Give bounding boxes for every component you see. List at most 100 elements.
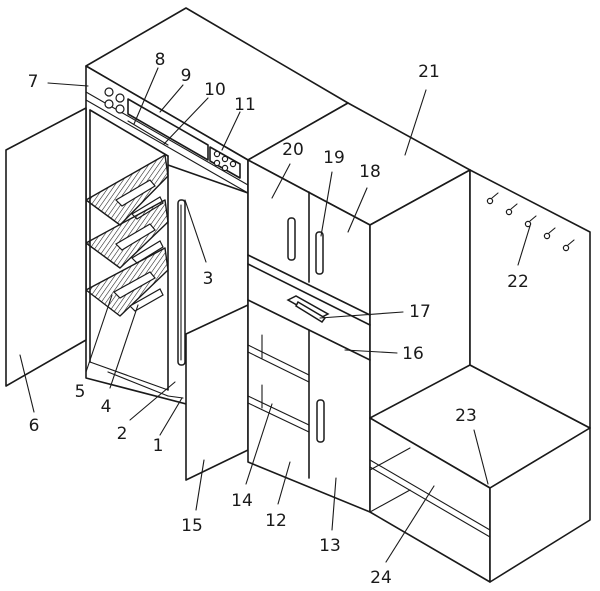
button-icon — [213, 159, 221, 167]
label-10: 10 — [204, 80, 226, 100]
shelf-bottom — [85, 247, 169, 317]
panel-lower-edge — [85, 99, 249, 194]
label-13: 13 — [319, 536, 341, 556]
knob-icon — [104, 87, 114, 97]
label-6: 6 — [29, 416, 40, 436]
leader-16 — [344, 349, 398, 354]
leader-12 — [277, 461, 291, 505]
leader-18 — [347, 187, 368, 233]
leader-19 — [320, 171, 333, 237]
knob-icon — [104, 99, 114, 109]
label-17: 17 — [409, 302, 431, 322]
label-4: 4 — [101, 397, 112, 417]
lower-shelf-1 — [247, 344, 310, 376]
bench-shelf-line — [369, 459, 491, 531]
label-24: 24 — [370, 568, 392, 588]
bench-inner-edge — [369, 447, 411, 471]
button-icon — [221, 164, 229, 172]
shelf-top — [85, 154, 169, 226]
shelf-slot — [113, 271, 156, 299]
base-rail — [167, 395, 184, 399]
hook-icon — [524, 215, 537, 228]
label-3: 3 — [203, 269, 214, 289]
leader-8 — [133, 67, 159, 125]
right-upper-handle — [315, 231, 324, 275]
shelf-slot — [115, 179, 156, 207]
label-1: 1 — [153, 436, 164, 456]
label-23: 23 — [455, 406, 477, 426]
lower-door-handle — [316, 399, 325, 443]
leader-2 — [129, 381, 176, 421]
leader-13 — [331, 477, 337, 531]
shelves — [85, 154, 169, 317]
label-18: 18 — [359, 162, 381, 182]
hook-panel — [469, 169, 591, 429]
left-upper-handle — [287, 217, 296, 261]
open-lower-door — [185, 304, 249, 481]
leader-3 — [184, 199, 207, 263]
leader-23 — [473, 429, 489, 485]
label-16: 16 — [402, 344, 424, 364]
button-icon — [229, 160, 237, 168]
leader-7 — [47, 82, 89, 87]
label-5: 5 — [75, 382, 86, 402]
shelf-slot — [131, 240, 164, 264]
hook-wall-panel — [469, 169, 591, 429]
leader-21 — [404, 89, 427, 156]
leader-22 — [517, 225, 531, 266]
label-21: 21 — [418, 62, 440, 82]
leader-lines — [19, 67, 531, 563]
display-screen — [127, 98, 209, 161]
leader-14 — [245, 403, 273, 485]
label-7: 7 — [28, 72, 39, 92]
label-8: 8 — [155, 50, 166, 70]
label-20: 20 — [282, 140, 304, 160]
hook-icon — [562, 239, 575, 252]
label-2: 2 — [117, 424, 128, 444]
leader-15 — [195, 459, 205, 511]
panel-bottom-edge — [85, 91, 249, 186]
left-cabinet-interior — [89, 109, 184, 399]
leader-17 — [319, 311, 404, 319]
button-icon — [221, 155, 229, 163]
leader-4 — [109, 304, 139, 389]
control-panel — [104, 87, 241, 179]
lower-shelf-1-front — [247, 351, 310, 383]
lower-shelf-2-front — [247, 402, 310, 433]
knob-icon — [115, 104, 125, 114]
bench-inner-edge — [369, 489, 411, 513]
bench-shelf-front — [369, 466, 491, 538]
open-left-door — [5, 107, 87, 387]
lower-shelf-2 — [247, 395, 310, 426]
knob-icon — [115, 93, 125, 103]
hook-icon — [543, 227, 556, 240]
indicator-strip — [127, 120, 169, 146]
left-cabinet-door — [167, 164, 249, 366]
reference-numerals: 1 2 3 4 5 6 7 8 9 10 11 12 13 14 15 16 1… — [28, 50, 529, 588]
leader-10 — [163, 97, 209, 145]
leader-5 — [85, 294, 113, 373]
leader-20 — [271, 163, 291, 199]
interior-base-line — [107, 371, 169, 397]
hook-icon — [486, 192, 499, 205]
label-22: 22 — [507, 272, 529, 292]
drawer-top-edge — [247, 263, 371, 326]
button-icon — [213, 150, 221, 158]
upper-doors-bottom — [247, 254, 371, 316]
label-14: 14 — [231, 491, 253, 511]
interior-floor-edge — [89, 361, 169, 391]
leader-24 — [385, 485, 435, 563]
interior-top-edge — [89, 109, 169, 157]
label-19: 19 — [323, 148, 345, 168]
hook-icon — [505, 203, 518, 216]
label-9: 9 — [181, 66, 192, 86]
door-top-edge — [167, 164, 249, 194]
label-12: 12 — [265, 511, 287, 531]
leader-9 — [159, 84, 184, 113]
leader-11 — [221, 111, 241, 151]
bench-side — [489, 427, 591, 583]
shelf-middle — [85, 199, 169, 269]
leader-6 — [19, 354, 35, 413]
label-15: 15 — [181, 516, 203, 536]
